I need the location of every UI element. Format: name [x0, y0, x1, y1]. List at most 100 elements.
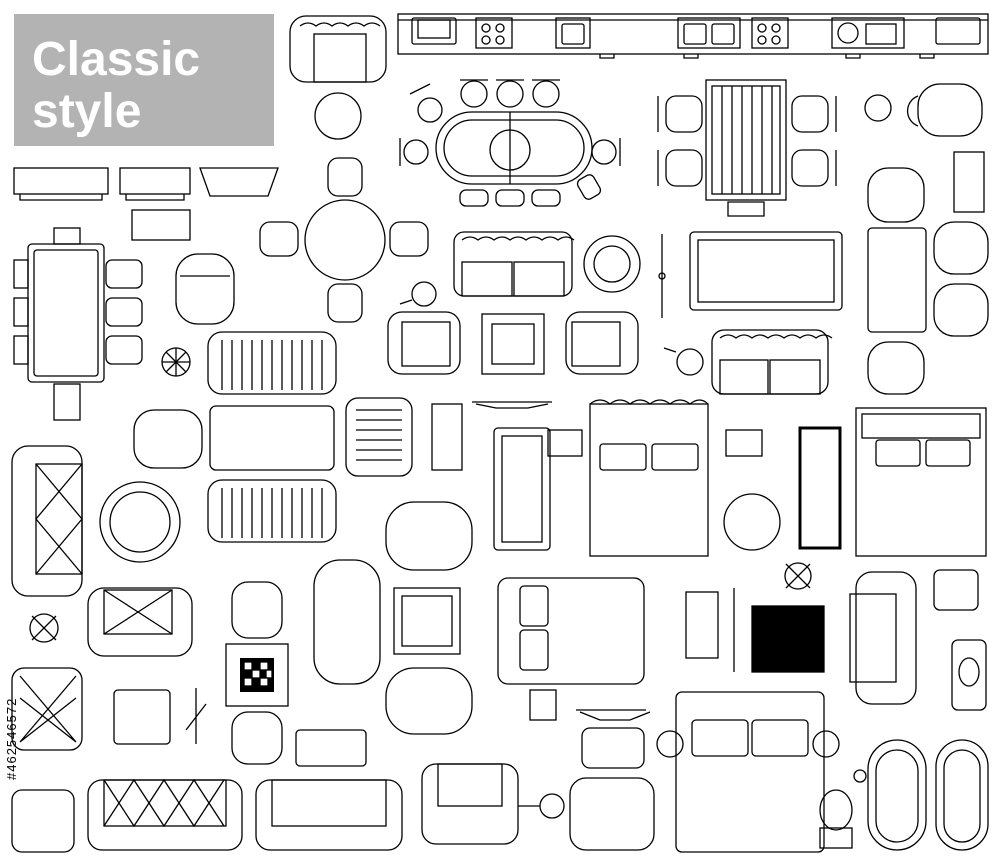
ottoman [393, 587, 461, 655]
tv-stand [547, 429, 583, 457]
plant [161, 347, 191, 377]
sofa [255, 779, 403, 851]
coffee-table [581, 727, 645, 769]
chair [591, 138, 621, 166]
plant [399, 281, 437, 307]
sofa [87, 778, 243, 851]
table [867, 227, 927, 333]
armchair [133, 409, 203, 469]
chair [459, 189, 489, 207]
chair [532, 79, 560, 108]
chair [389, 221, 429, 257]
bed [855, 407, 987, 557]
plant [663, 347, 704, 376]
chair [53, 383, 81, 421]
stock-id-label: #462546572 [4, 697, 19, 780]
armchair [175, 253, 235, 325]
chair [259, 221, 299, 257]
armchair [569, 777, 655, 851]
chair [495, 189, 525, 207]
armchair [906, 83, 983, 137]
toilet [819, 789, 853, 849]
chair [496, 79, 524, 108]
console-table [13, 167, 109, 201]
sofa [453, 231, 575, 297]
armchair [231, 581, 283, 639]
chair [531, 189, 561, 207]
chair [657, 149, 703, 187]
ottoman [11, 789, 75, 853]
chair [791, 95, 837, 133]
console-table [119, 167, 191, 201]
coffee-table [295, 729, 367, 767]
coffee-table [209, 405, 335, 471]
sink [555, 17, 591, 49]
table [493, 427, 551, 551]
faucet [853, 769, 867, 783]
table [576, 709, 651, 721]
bathtub [935, 739, 989, 851]
dining-table [435, 111, 593, 185]
round-stool [864, 94, 892, 122]
bed [589, 399, 709, 557]
armchair [11, 667, 83, 751]
armchair [933, 283, 989, 337]
nightstand [656, 730, 684, 758]
tv-stand [472, 401, 552, 409]
round-table [99, 481, 181, 563]
sofa [849, 571, 917, 705]
armchair [933, 221, 989, 275]
floor-lamp [658, 234, 666, 318]
plant [518, 793, 565, 819]
sofa [207, 331, 337, 395]
lamp [185, 688, 207, 744]
stove [475, 17, 513, 49]
sink [831, 17, 905, 49]
plant [29, 613, 59, 643]
round-table [304, 199, 386, 281]
armchair [289, 15, 387, 83]
bed [675, 691, 825, 853]
sofa [711, 329, 833, 395]
coffee-table [131, 209, 191, 241]
chair [327, 157, 363, 197]
title-line-2: style [32, 85, 142, 138]
chair [105, 297, 143, 327]
bed [497, 577, 645, 685]
chair [13, 259, 29, 289]
chair [105, 335, 143, 365]
washbasin [951, 639, 987, 711]
kitchen-counter [397, 13, 989, 59]
armchair [421, 763, 519, 845]
round-stool [314, 92, 362, 140]
armchair [385, 501, 473, 571]
dark-ottoman [751, 605, 825, 673]
wardrobe [798, 426, 842, 550]
ottoman [933, 569, 979, 611]
armchair [345, 397, 413, 477]
chair [791, 149, 837, 187]
chess-table [225, 643, 289, 707]
sofa [87, 587, 193, 657]
ottoman [583, 235, 641, 293]
dining-table [27, 243, 105, 383]
chair [576, 174, 602, 200]
dining-table [705, 79, 787, 217]
chair [409, 83, 443, 123]
chair [13, 297, 29, 327]
sink [677, 17, 741, 49]
armchair [565, 311, 639, 375]
coffee-table [113, 689, 171, 745]
sofa [11, 445, 83, 597]
chair [399, 138, 429, 166]
stove [751, 17, 789, 49]
sofa [313, 559, 381, 685]
armchair [385, 667, 473, 735]
side-table [685, 591, 719, 659]
armchair [387, 311, 461, 375]
chair [13, 335, 29, 365]
chair [53, 227, 81, 245]
armchair [231, 711, 283, 765]
nightstand [812, 730, 840, 758]
chair [105, 259, 143, 289]
